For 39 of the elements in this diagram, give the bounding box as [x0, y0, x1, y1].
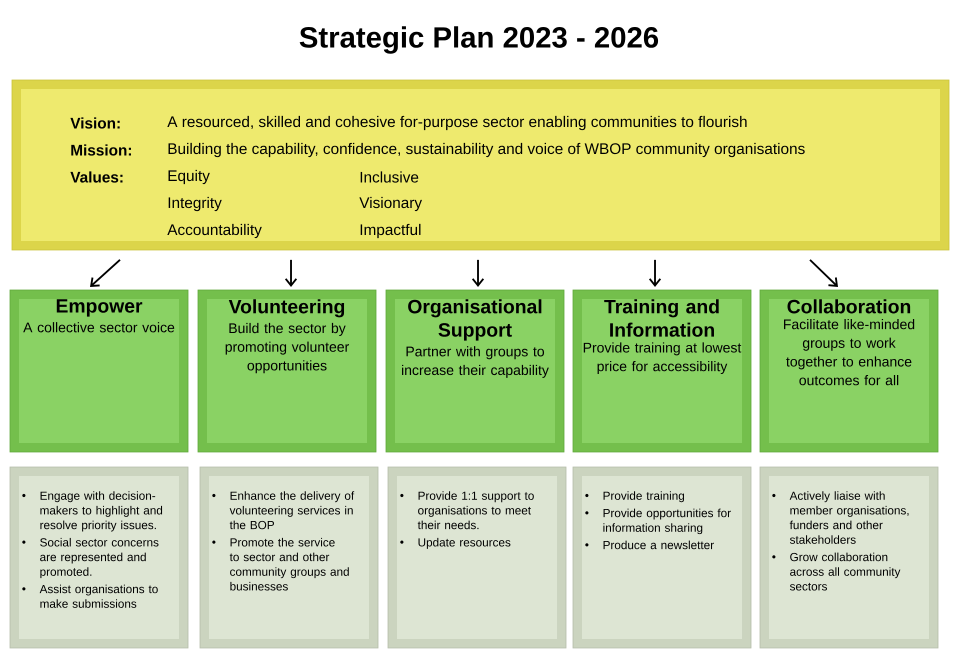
statement-text: Inclusive — [360, 171, 418, 183]
bullet-item: Provide 1:1 support to organisations to meet their needs. — [400, 491, 534, 530]
arrow — [648, 260, 662, 287]
bullet-item: Assist organisations to make submissions — [22, 584, 158, 608]
goal-description: A collective sector voice — [23, 322, 174, 332]
goal-description: Partner with groups to increase their capability — [402, 346, 549, 378]
arrow — [809, 259, 838, 287]
bullet-item: Provide training — [585, 491, 684, 502]
bullet-item: Enhance the delivery of volunteering services in the BOP — [212, 491, 354, 530]
statement-text: Accountability — [167, 224, 262, 238]
goal-description: Facilitate like-minded groups to work together to enhance outcomes for all — [784, 319, 914, 386]
field-label: Vision: — [70, 117, 120, 129]
arrow — [284, 260, 298, 287]
bullet-item: Promote the service to sector and other community groups and businesses — [212, 538, 349, 591]
statement-text: Visionary — [359, 196, 422, 212]
bullet-item: Social sector concerns are represented and promoted. — [22, 538, 158, 578]
goal-description: Build the sector by promoting volunteer opportunities — [226, 322, 349, 374]
bullet-item: Actively liaise with member organisations, funders and other stakeholders — [772, 491, 908, 544]
bullet-item: Update resources — [400, 538, 510, 549]
statement-text: Integrity — [168, 196, 222, 212]
field-label: Values: — [70, 171, 122, 183]
arrow — [90, 259, 121, 287]
bullet-item: Produce a newsletter — [585, 540, 714, 550]
bullet-item: Provide opportunities for information sharing — [585, 508, 731, 534]
bullet-item: Engage with decision-makers to highlight and resolve priority issues. — [22, 491, 162, 532]
field-label: Mission: — [71, 144, 131, 156]
statement-text: Impactful — [360, 224, 420, 238]
bullet-item: Grow collaboration across all community sectors — [772, 552, 900, 591]
goal-heading: Training and Information — [604, 299, 719, 337]
goal-heading: Collaboration — [788, 299, 910, 314]
goal-heading: Empower — [56, 299, 142, 317]
statement-text: Building the capability, confidence, sustainability and voice of WBOP community organisations — [168, 142, 805, 158]
arrow — [472, 260, 484, 287]
statement-text: Equity — [168, 170, 210, 184]
title: Strategic Plan 2023 - 2026 — [300, 26, 658, 54]
goal-description: Provide training at lowest price for accessibility — [584, 342, 742, 374]
goal-heading: Organisational Support — [408, 299, 542, 341]
goal-heading: Volunteering — [228, 299, 344, 318]
statement-text: A resourced, skilled and cohesive for-purpose sector enabling communities to flourish — [167, 116, 747, 130]
